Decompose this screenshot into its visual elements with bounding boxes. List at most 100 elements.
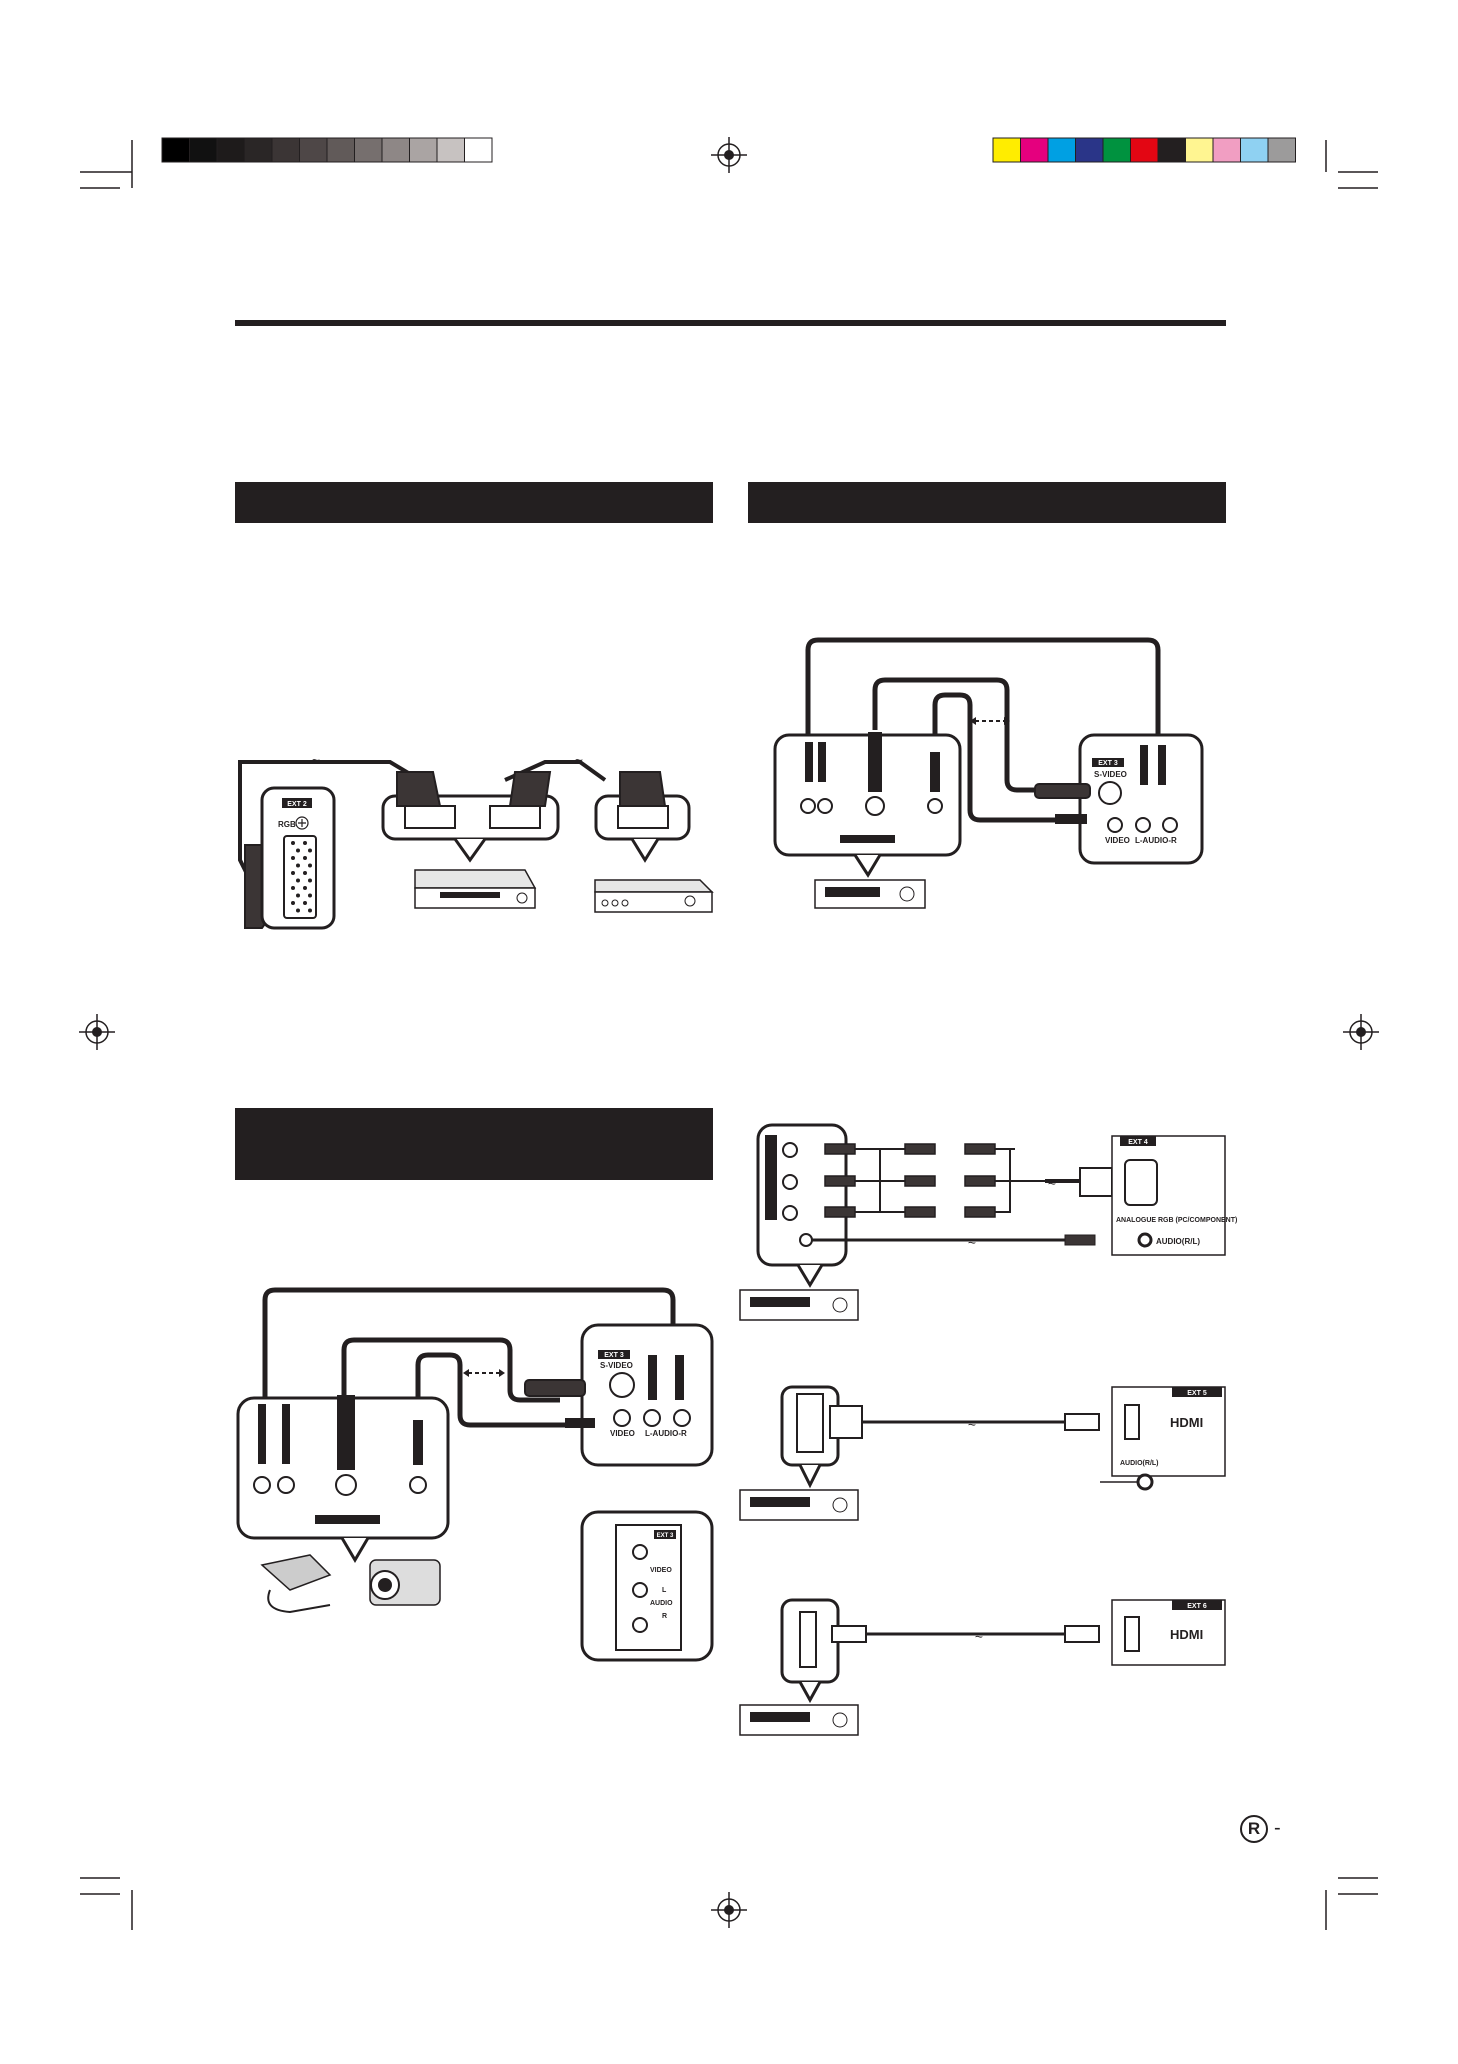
scart-pin [308, 878, 312, 883]
dvd-player-icon [739, 1489, 859, 1521]
side-audio-l-socket[interactable] [632, 1582, 648, 1598]
audio-rl-socket-ext4[interactable] [1137, 1232, 1153, 1248]
scart-pin [291, 871, 295, 875]
scart-socket-decoder[interactable] [617, 805, 669, 829]
ext5-label: EXT 5 [1187, 1390, 1207, 1397]
audio-r-socket-2[interactable] [673, 1409, 691, 1427]
side-audio-r-socket[interactable] [632, 1617, 648, 1633]
svg-text:≈: ≈ [312, 753, 320, 769]
side-video-label: VIDEO [650, 1567, 672, 1574]
scart-socket-vcr-1[interactable] [404, 805, 456, 829]
scart-socket-ext2[interactable] [283, 835, 317, 919]
ext6-label: EXT 6 [1187, 1603, 1207, 1610]
color-swatch [1267, 137, 1296, 163]
scart-pin [303, 871, 307, 875]
page-number: R- [1240, 1815, 1281, 1843]
video-socket[interactable] [1107, 817, 1123, 833]
video-socket-2[interactable] [613, 1409, 631, 1427]
color-swatch [1212, 137, 1241, 163]
audio-l-socket[interactable] [1135, 817, 1151, 833]
registration-mark-icon [79, 1014, 115, 1050]
video-label-2: VIDEO [610, 1429, 635, 1438]
grey-swatch [189, 137, 218, 163]
scart-pin [296, 878, 300, 883]
dvd-player-icon [739, 1704, 859, 1736]
svideo-socket[interactable] [1098, 781, 1122, 805]
side-video-socket[interactable] [632, 1544, 648, 1560]
rgb-label: RGB [278, 820, 296, 829]
hdmi-socket-ext5[interactable] [1124, 1404, 1140, 1440]
svg-text:≈: ≈ [575, 753, 583, 769]
color-swatch [1075, 137, 1104, 163]
color-swatch [1020, 137, 1049, 163]
scart-pin [291, 901, 295, 905]
decoder-device-icon [594, 879, 714, 913]
color-swatch [1240, 137, 1269, 163]
color-swatch [1102, 137, 1131, 163]
scart-socket-vcr-2[interactable] [489, 805, 541, 829]
scart-connection-diagram: ≈ ≈ EXT 2 RGB [238, 753, 714, 930]
scart-pin [303, 901, 307, 905]
hdmi-socket-ext6[interactable] [1124, 1616, 1140, 1652]
grey-swatch [216, 137, 245, 163]
hdmi-ext5-connection-diagram: ≈ EXT 5 HDMI AUDIO(R/L) [739, 1385, 1226, 1521]
ext3-label-2: EXT 3 [604, 1352, 624, 1359]
grey-swatch [244, 137, 273, 163]
audio-l-socket-2[interactable] [643, 1409, 661, 1427]
scart-pin [296, 908, 300, 913]
scart-pin [308, 848, 312, 853]
analogue-rgb-label: ANALOGUE RGB (PC/COMPONENT) [1116, 1217, 1237, 1224]
rgb-symbol-icon [295, 816, 309, 830]
hdmi-ext6-connection-diagram: ≈ EXT 6 HDMI [739, 1598, 1226, 1736]
svideo-label-2: S-VIDEO [600, 1361, 633, 1370]
registration-mark-icon [711, 137, 747, 173]
scart-pin [303, 886, 307, 890]
analogue-rgb-socket[interactable] [1124, 1159, 1158, 1206]
scart-pin [296, 863, 300, 868]
svg-text:≈: ≈ [968, 1415, 976, 1431]
dvd-player-icon [739, 1289, 859, 1321]
scart-pin [308, 893, 312, 898]
grey-swatch [436, 137, 465, 163]
audio-rl-socket-ext5[interactable] [1136, 1473, 1154, 1491]
color-calibration-bar [992, 137, 1296, 163]
scart-pin [303, 841, 307, 845]
grey-swatch [271, 137, 300, 163]
color-swatch [1130, 137, 1159, 163]
scart-pin [308, 863, 312, 868]
svideo-socket-2[interactable] [609, 1372, 635, 1398]
audio-r-socket[interactable] [1162, 817, 1178, 833]
hdmi-label-ext5: HDMI [1170, 1415, 1203, 1430]
registration-mark-icon [1343, 1014, 1379, 1050]
section-header-bar-scart [235, 482, 713, 523]
scart-pin [296, 848, 300, 853]
grey-calibration-bar [161, 137, 493, 163]
grey-swatch [409, 137, 438, 163]
ext2-label: EXT 2 [287, 801, 307, 808]
page-dash: - [1274, 1817, 1281, 1839]
color-swatch [992, 137, 1021, 163]
grey-swatch [381, 137, 410, 163]
av-device-icon [814, 879, 926, 909]
grey-swatch [299, 137, 328, 163]
registration-mark-icon [711, 1892, 747, 1928]
side-r-label: R [662, 1613, 667, 1620]
grey-swatch [161, 137, 190, 163]
page-letter: R [1240, 1815, 1268, 1843]
section-header-bar-camcorder [235, 1108, 713, 1180]
camcorder-connection-diagram: EXT 3 S-VIDEO VIDEO L-AUDIO-R EXT 3 VIDE… [236, 1287, 714, 1662]
color-swatch [1157, 137, 1186, 163]
scart-pin [303, 856, 307, 860]
grey-swatch [354, 137, 383, 163]
component-connection-diagram: ≈ ≈ EXT 4 ANALOGUE RGB (PC/COMPONENT) AU… [739, 1123, 1237, 1321]
game-console-icon [260, 1554, 332, 1614]
color-swatch [1185, 137, 1214, 163]
svideo-connection-diagram: EXT 3 S-VIDEO VIDEO L-AUDIO-R [773, 637, 1204, 909]
audio-lr-label-2: L-AUDIO-R [645, 1429, 687, 1438]
section-header-bar-svideo [748, 482, 1226, 523]
audio-lr-label: L-AUDIO-R [1135, 836, 1177, 845]
side-l-label: L [662, 1587, 667, 1594]
hdmi-label-ext6: HDMI [1170, 1627, 1203, 1642]
